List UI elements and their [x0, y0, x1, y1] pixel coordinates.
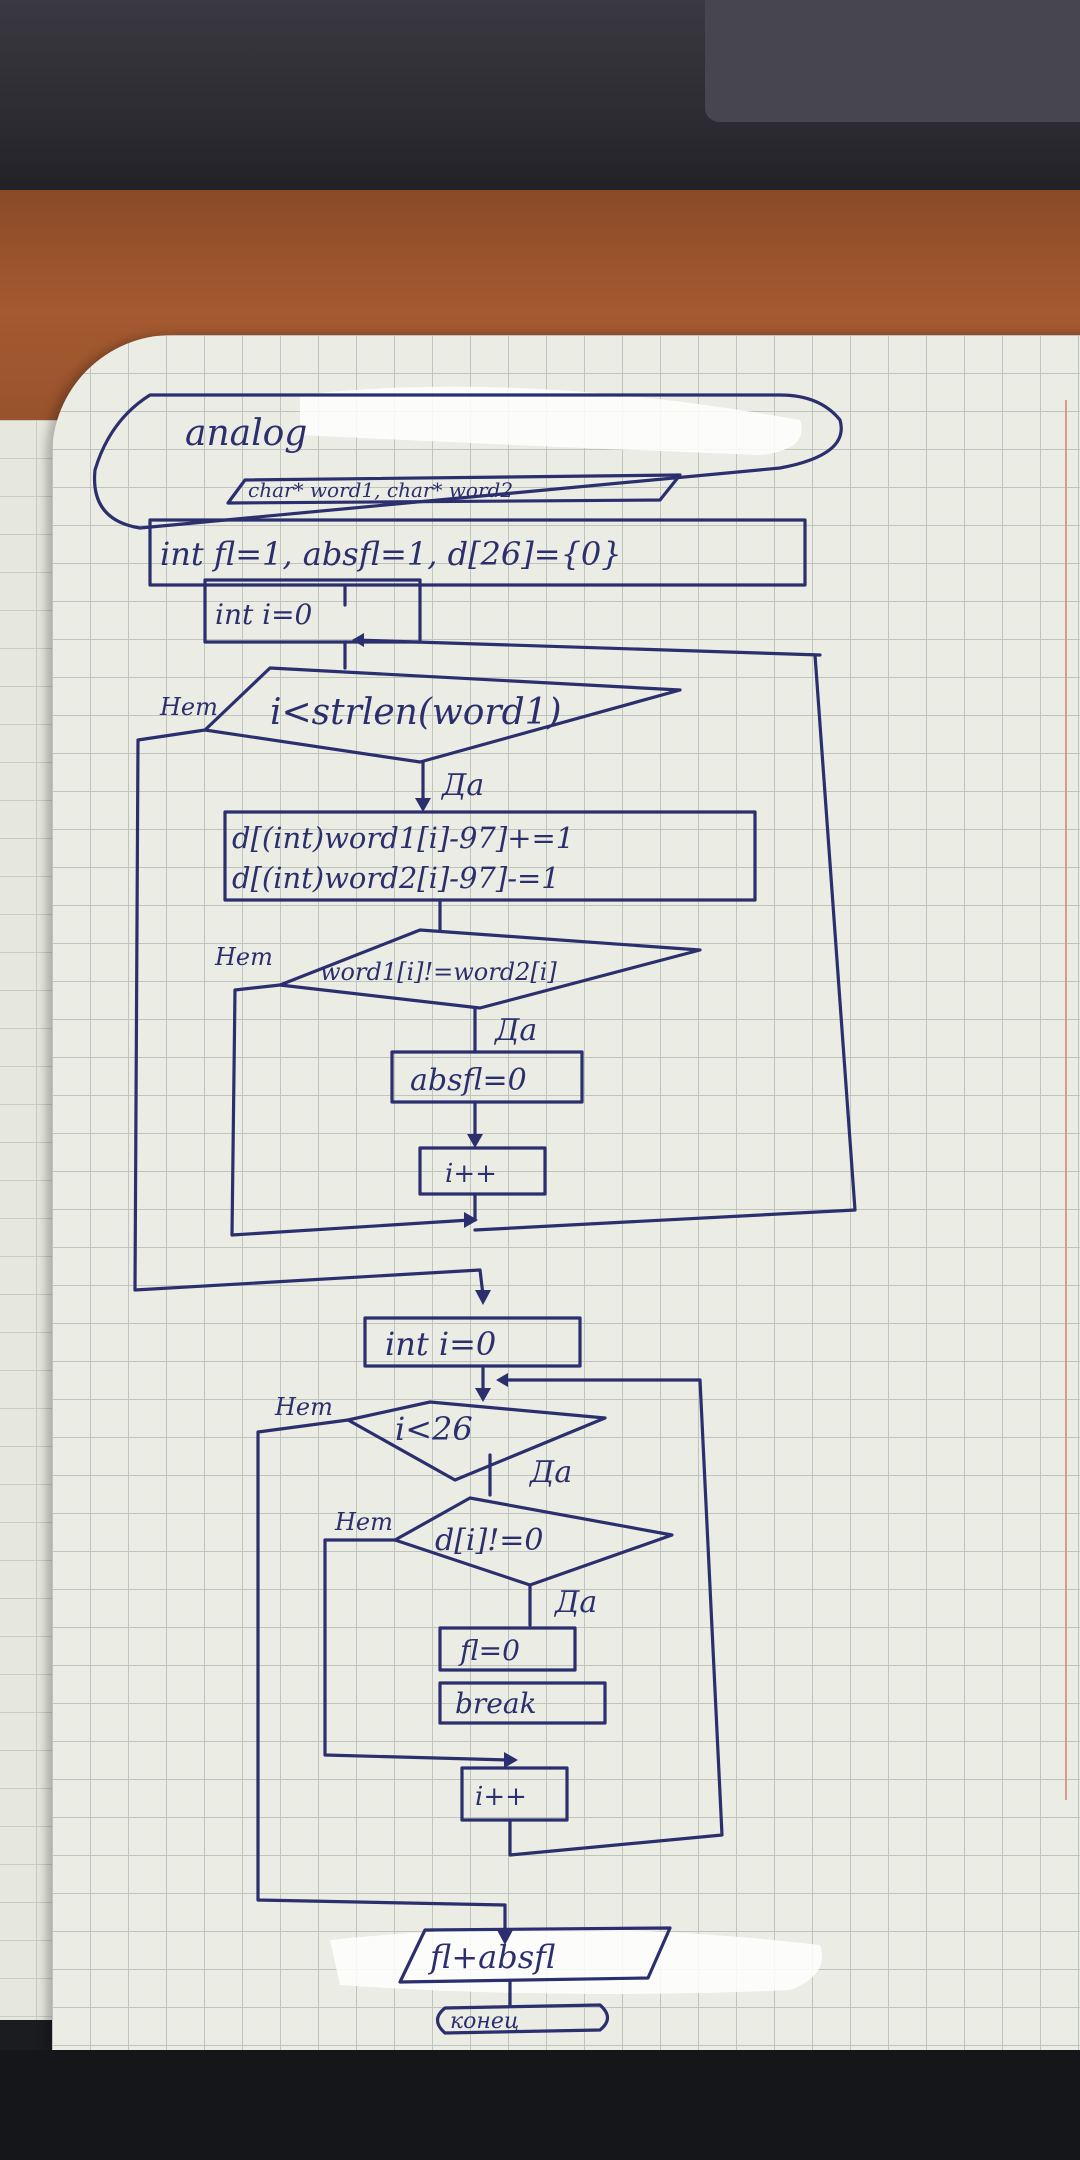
loop1-no-label: Нет [159, 693, 218, 721]
params-text: char* word1, char* word2 [248, 478, 513, 502]
loop1-increment-block [418, 1146, 547, 1196]
init-vars-block [148, 518, 807, 587]
loop2-yes-label: Да [528, 1455, 572, 1490]
absfl-block [390, 1050, 584, 1104]
loop2-inner-condition: d[i]!=0 [435, 1523, 544, 1558]
loop1-inner-no-line [230, 983, 472, 1237]
notebook-page [52, 335, 1080, 2055]
laptop-panel [705, 0, 1080, 122]
loop1-inner-condition: word1[i]!=word2[i] [320, 958, 557, 986]
loop1-inner-no-label: Нет [214, 943, 273, 971]
init-vars-text: int fl=1, absfl=1, d[26]={0} [160, 535, 622, 573]
loop1-back-line [473, 653, 857, 1232]
loop1-yes-arrowhead [415, 798, 431, 812]
loop1-body-line2: d[(int)word2[i]-97]-=1 [232, 861, 560, 895]
loop2-inner-no-line [323, 1538, 512, 1762]
function-name: analog [185, 413, 307, 454]
break-block [438, 1681, 607, 1725]
loop2-inner-no-label: Нет [334, 1508, 393, 1536]
loop2-increment-text: i++ [475, 1782, 527, 1812]
loop1-exit-arrowhead [475, 1290, 491, 1305]
loop1-return-top [353, 638, 822, 657]
fl-text: fl=0 [458, 1634, 520, 1667]
start-terminator [92, 393, 843, 530]
arrow-to-increment1-head [467, 1134, 483, 1148]
loop2-back-arrowhead [496, 1373, 508, 1387]
loop2-init-text: int i=0 [385, 1325, 496, 1363]
end-text: конец [450, 2009, 519, 2034]
loop1-increment-text: i++ [445, 1159, 497, 1189]
loop1-return-arrowhead [352, 633, 364, 647]
loop1-init-text: int i=0 [215, 598, 312, 631]
loop1-decision [203, 666, 682, 764]
output-io-block [398, 1926, 672, 1984]
arrow-to-loop2-head [475, 1388, 491, 1402]
dark-surface [0, 2050, 1080, 2160]
loop2-condition: i<26 [395, 1410, 473, 1448]
loop1-body-block [223, 810, 757, 902]
loop1-exit-line [133, 728, 485, 1297]
loop2-no-label: Нет [274, 1393, 333, 1421]
loop1-inner-decision [278, 928, 702, 1010]
laptop-edge [0, 0, 1080, 190]
params-io-block [226, 473, 682, 505]
output-text: fl+absfl [428, 1938, 555, 1976]
loop2-decision [346, 1400, 607, 1482]
correction-fluid-bottom [330, 1928, 822, 1994]
break-text: break [455, 1687, 537, 1720]
absfl-text: absfl=0 [410, 1063, 527, 1098]
loop2-inner-no-arrowhead [504, 1752, 518, 1768]
left-notebook-page [0, 420, 60, 2020]
loop2-increment-block [460, 1766, 569, 1822]
loop1-init-block [203, 578, 422, 644]
loop1-inner-no-arrowhead [464, 1212, 478, 1228]
loop2-exit-line [256, 1418, 507, 1937]
fl-block [438, 1626, 577, 1672]
loop1-yes-label: Да [440, 768, 484, 803]
correction-fluid-top [300, 386, 802, 455]
loop2-init-block [363, 1316, 582, 1368]
end-terminator [435, 2003, 610, 2035]
loop2-inner-yes-label: Да [553, 1585, 597, 1620]
loop2-exit-arrowhead [497, 1930, 513, 1945]
loop2-back-line [498, 1378, 724, 1857]
page-margin-line [1065, 400, 1067, 1800]
loop1-inner-yes-label: Да [493, 1013, 537, 1048]
loop1-body-line1: d[(int)word1[i]-97]+=1 [232, 821, 574, 855]
loop1-condition: i<strlen(word1) [270, 692, 562, 733]
